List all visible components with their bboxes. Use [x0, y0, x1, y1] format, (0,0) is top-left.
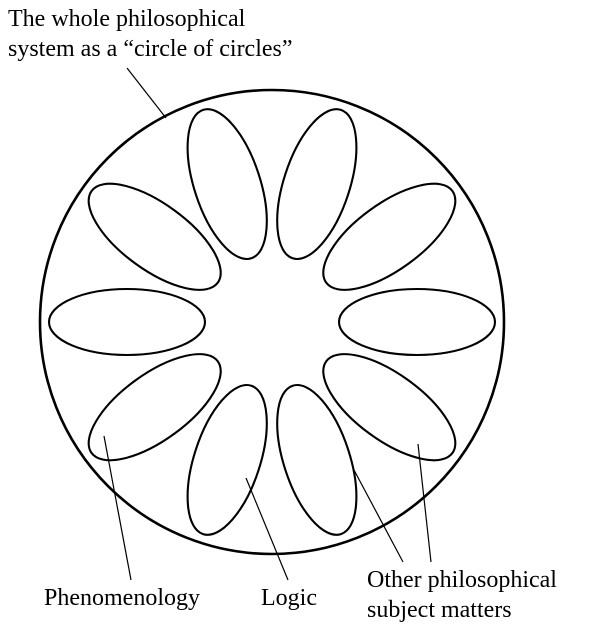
- petal-ellipse: [87, 182, 222, 291]
- petal-ellipse: [322, 182, 457, 291]
- petal-ellipse: [186, 108, 268, 261]
- petal-ellipse: [276, 383, 358, 536]
- petal-ellipse: [47, 287, 207, 357]
- phenomenology-label: Phenomenology: [44, 585, 200, 611]
- petal-ellipse: [276, 108, 358, 261]
- title-label: The whole philosophical system as a “cir…: [8, 6, 293, 62]
- outer-circle: [38, 88, 506, 556]
- petal-ellipse: [87, 353, 222, 462]
- petal-ellipse: [337, 287, 497, 357]
- petal-ellipse: [186, 383, 268, 536]
- petals-group: [47, 108, 497, 536]
- leader-line-logic: [245, 477, 289, 581]
- leader-line-phenomenology: [103, 435, 132, 581]
- other-subjects-label: Other philosophical subject matters: [367, 567, 557, 623]
- leader-line-title: [126, 67, 167, 119]
- logic-label: Logic: [261, 585, 317, 611]
- leader-line-other-left: [353, 469, 404, 563]
- leader-line-other-right: [417, 443, 432, 563]
- petal-ellipse: [322, 353, 457, 462]
